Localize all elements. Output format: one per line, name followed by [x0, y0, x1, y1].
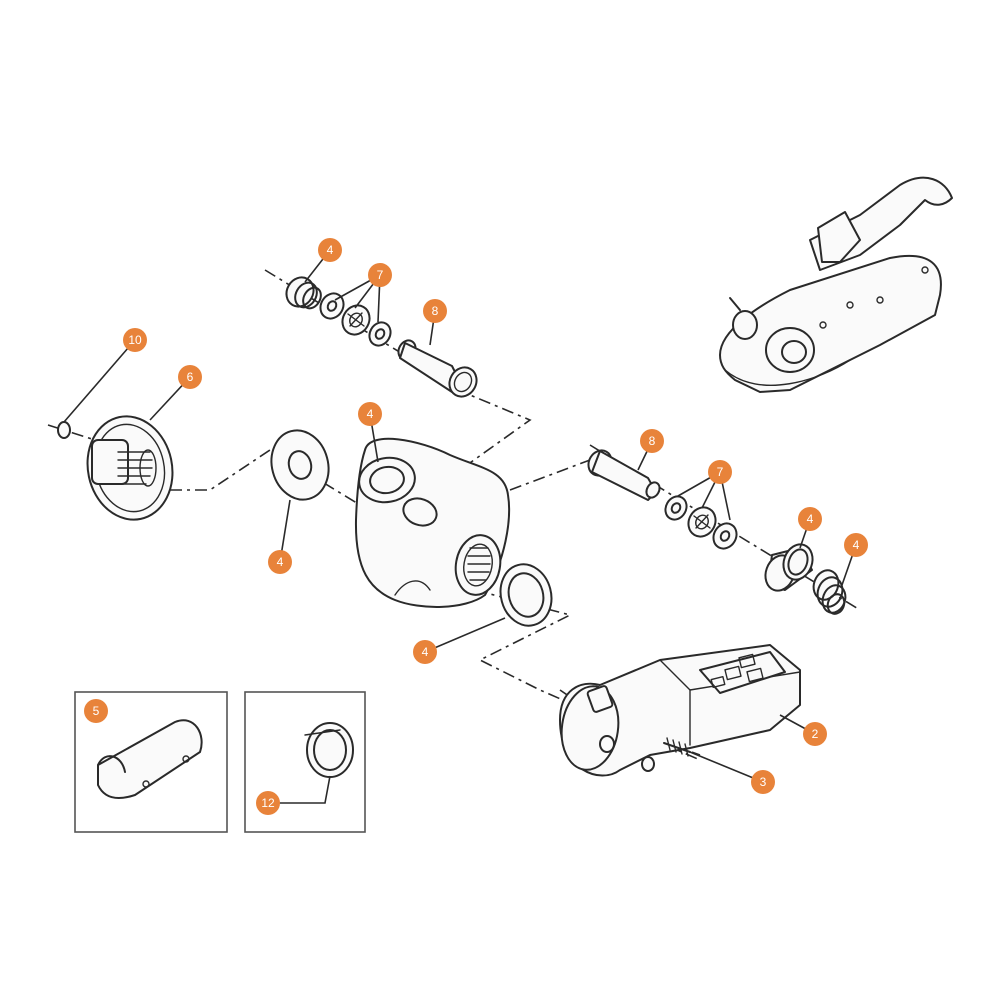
washer-stack-right: [664, 495, 738, 550]
svg-text:5: 5: [93, 704, 100, 718]
callout-10: 10: [123, 328, 147, 352]
callout-4-spring-right: 4: [844, 533, 868, 557]
svg-text:4: 4: [277, 555, 284, 569]
callout-12: 12: [256, 791, 280, 815]
svg-text:7: 7: [377, 268, 384, 282]
washer-left: [270, 429, 330, 501]
svg-text:8: 8: [649, 434, 656, 448]
callout-markers: 4 7 8 10 6 4 4 8: [84, 238, 868, 815]
svg-text:4: 4: [422, 645, 429, 659]
svg-text:6: 6: [187, 370, 194, 384]
callout-4-top-left: 4: [318, 238, 342, 262]
svg-text:4: 4: [327, 243, 334, 257]
callout-7-top: 7: [368, 263, 392, 287]
right-axle-group: [587, 449, 847, 615]
left-cap-assembly: [57, 415, 330, 521]
callout-7-right: 7: [708, 460, 732, 484]
svg-text:4: 4: [853, 538, 860, 552]
bush-right: [764, 543, 814, 592]
svg-text:12: 12: [261, 796, 275, 810]
bolt: [641, 737, 691, 772]
callout-2: 2: [803, 722, 827, 746]
callout-8-top: 8: [423, 299, 447, 323]
coupling-head: [719, 176, 953, 393]
callout-8-right: 8: [640, 429, 664, 453]
callout-4-center: 4: [358, 402, 382, 426]
svg-text:3: 3: [760, 775, 767, 789]
callout-4-washer-bottom: 4: [413, 640, 437, 664]
washer-bottom: [499, 563, 553, 627]
inset-box-12: [244, 691, 366, 833]
callout-3: 3: [751, 770, 775, 794]
svg-text:8: 8: [432, 304, 439, 318]
pin-top: [397, 339, 478, 398]
pin-right: [587, 449, 661, 501]
svg-text:4: 4: [807, 512, 814, 526]
svg-text:10: 10: [128, 333, 142, 347]
washer-stack-top: [319, 292, 392, 347]
bracket-assembly: [559, 644, 801, 777]
callout-6: 6: [178, 365, 202, 389]
central-body: [354, 437, 511, 608]
label-plate: [699, 651, 786, 694]
svg-text:4: 4: [367, 407, 374, 421]
svg-text:2: 2: [812, 727, 819, 741]
callout-5: 5: [84, 699, 108, 723]
nut-small: [57, 421, 71, 439]
callout-4-bush-right: 4: [798, 507, 822, 531]
top-axle-group: [285, 276, 478, 398]
spring-right: [812, 569, 847, 615]
end-cap: [86, 415, 174, 521]
inset-box-5: [74, 691, 228, 833]
spring-top-left: [285, 276, 322, 310]
svg-text:7: 7: [717, 465, 724, 479]
callout-4-washer-left: 4: [268, 550, 292, 574]
